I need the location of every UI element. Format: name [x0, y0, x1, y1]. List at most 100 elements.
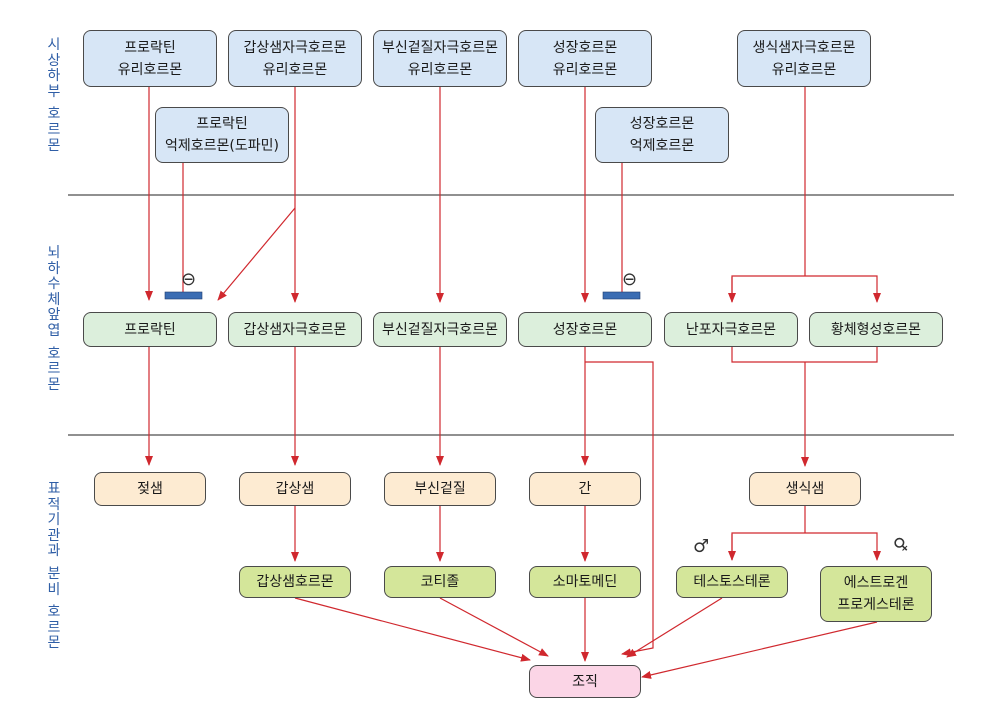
section-label-glyph: 기: [47, 512, 61, 529]
tissue-box: 조직: [529, 665, 641, 698]
arrow-gnrh-split: [731, 275, 881, 303]
liver-box: 간: [529, 472, 641, 506]
prolactin-box: 프로락틴: [83, 312, 217, 347]
box-line: 소마토메딘: [552, 574, 618, 590]
male-symbol-icon: ♂: [693, 536, 710, 557]
section-label-glyph: 과: [47, 543, 61, 560]
thyroid-stimulating-hormone-box: 갑상샘자극호르몬: [228, 312, 362, 347]
estrogen-progesterone-box: 에스트로겐 프로게스테론: [820, 566, 932, 622]
box-line: 프로게스테론: [837, 597, 915, 613]
section-label-glyph: 하: [47, 68, 61, 85]
box-line: 갑상샘호르몬: [256, 574, 334, 590]
arrow-testosterone-to-tissue: [626, 597, 723, 658]
testosterone-box: 테스토스테론: [676, 566, 788, 598]
arrow-gh-to-tissue: [585, 361, 654, 657]
box-line: 생식샘자극호르몬: [752, 39, 856, 56]
luteinizing-hormone-box: 황체형성호르몬: [809, 312, 943, 347]
box-line: 젖샘: [137, 481, 163, 497]
adrenocorticotropic-hormone-box: 부신겉질자극호르몬: [373, 312, 507, 347]
prolactin-inhibiting-hormone-box: 프로락틴 억제호르몬(도파민): [155, 107, 289, 163]
box-line: 억제호르몬: [629, 138, 695, 154]
box-line: 부신겉질: [414, 481, 466, 497]
section-label-glyph: 몬: [47, 137, 61, 154]
inhibit-bar-gh: [602, 291, 641, 300]
box-line: 프로락틴: [196, 116, 248, 132]
arrow-thyroid-hormone-to-tissue: [294, 597, 531, 662]
section-label-glyph: 관: [47, 527, 61, 544]
box-line: 황체형성호르몬: [830, 321, 922, 338]
box-line: 성장호르몬: [552, 321, 618, 338]
inhibit-bar-prolactin: [164, 291, 203, 300]
box-line: 갑상샘자극호르몬: [243, 321, 347, 338]
section-label-glyph: 시: [47, 37, 61, 53]
section-label-glyph: 몬: [47, 376, 61, 393]
section-label-glyph: 체: [47, 291, 61, 308]
growth-hormone-inhibiting-hormone-box: 성장호르몬 억제호르몬: [595, 107, 729, 163]
box-line: 프로락틴: [124, 39, 176, 56]
mammary-gland-box: 젖샘: [94, 472, 206, 506]
section-label-glyph: 분: [47, 565, 61, 582]
section-label-glyph: 호: [47, 106, 61, 123]
section-label-glyph: 비: [47, 581, 61, 598]
section-label-glyph: 몬: [47, 635, 61, 652]
box-line: 유리호르몬: [117, 61, 183, 78]
section-label-glyph: 르: [47, 619, 61, 636]
adrenal-cortex-box: 부신겉질: [384, 472, 496, 506]
arrow-trh-to-prl: [217, 207, 296, 301]
box-line: 유리호르몬: [407, 61, 473, 78]
box-line: 에스트로겐: [843, 575, 909, 591]
box-line: 부신겉질자극호르몬: [382, 321, 498, 338]
box-line: 난포자극호르몬: [685, 321, 777, 338]
inhibit-symbol-icon: ⊖: [181, 269, 197, 290]
box-line: 유리호르몬: [771, 61, 837, 78]
gonad-box: 생식샘: [749, 472, 861, 506]
somatomedin-box: 소마토메딘: [529, 566, 641, 598]
section-label-glyph: 호: [47, 604, 61, 621]
gonadotropin-releasing-hormone-box: 생식샘자극호르몬 유리호르몬: [737, 30, 871, 87]
prolactin-releasing-hormone-box: 프로락틴 유리호르몬: [83, 30, 217, 87]
section-label-glyph: 뇌: [47, 245, 61, 261]
section-label-glyph: 하: [47, 260, 61, 277]
section-label-glyph: 적: [47, 496, 61, 513]
section-label-glyph: 르: [47, 361, 61, 378]
follicle-stimulating-hormone-box: 난포자극호르몬: [664, 312, 798, 347]
section-label-glyph: 상: [47, 52, 61, 69]
box-line: 억제호르몬(도파민): [165, 138, 279, 154]
section-label-glyph: 표: [47, 481, 61, 497]
box-line: 부신겉질자극호르몬: [382, 39, 498, 56]
box-line: 갑상샘자극호르몬: [243, 39, 347, 56]
section-label-glyph: 호: [47, 345, 61, 362]
thyroid-hormone-box: 갑상샘호르몬: [239, 566, 351, 598]
thyrotropin-releasing-hormone-box: 갑상샘자극호르몬 유리호르몬: [228, 30, 362, 87]
box-line: 프로락틴: [124, 321, 176, 338]
arrow-gonad-to-testosterone: [731, 532, 881, 561]
box-line: 코티졸: [420, 574, 460, 590]
box-line: 테스토스테론: [693, 574, 771, 590]
arrow-estrogen-to-tissue: [641, 621, 878, 679]
thyroid-gland-box: 갑상샘: [239, 472, 351, 506]
box-line: 성장호르몬: [629, 116, 695, 132]
section-label-glyph: 앞: [47, 307, 61, 324]
corticotropin-releasing-hormone-box: 부신겉질자극호르몬 유리호르몬: [373, 30, 507, 87]
section-label-glyph: 수: [47, 276, 61, 293]
arrow-cortisol-to-tissue: [439, 597, 549, 657]
box-line: 성장호르몬: [552, 39, 618, 56]
box-line: 유리호르몬: [262, 61, 328, 78]
box-line: 유리호르몬: [552, 61, 618, 78]
box-line: 갑상샘: [275, 481, 315, 497]
section-label-glyph: 부: [47, 83, 61, 100]
box-line: 간: [578, 481, 592, 497]
growth-hormone-releasing-hormone-box: 성장호르몬 유리호르몬: [518, 30, 652, 87]
section-label-glyph: 르: [47, 121, 61, 138]
box-line: 생식샘: [785, 481, 825, 497]
inhibit-symbol-icon: ⊖: [622, 269, 638, 290]
section-label-glyph: 엽: [47, 322, 61, 339]
growth-hormone-box: 성장호르몬: [518, 312, 652, 347]
box-line: 조직: [572, 673, 598, 690]
cortisol-box: 코티졸: [384, 566, 496, 598]
